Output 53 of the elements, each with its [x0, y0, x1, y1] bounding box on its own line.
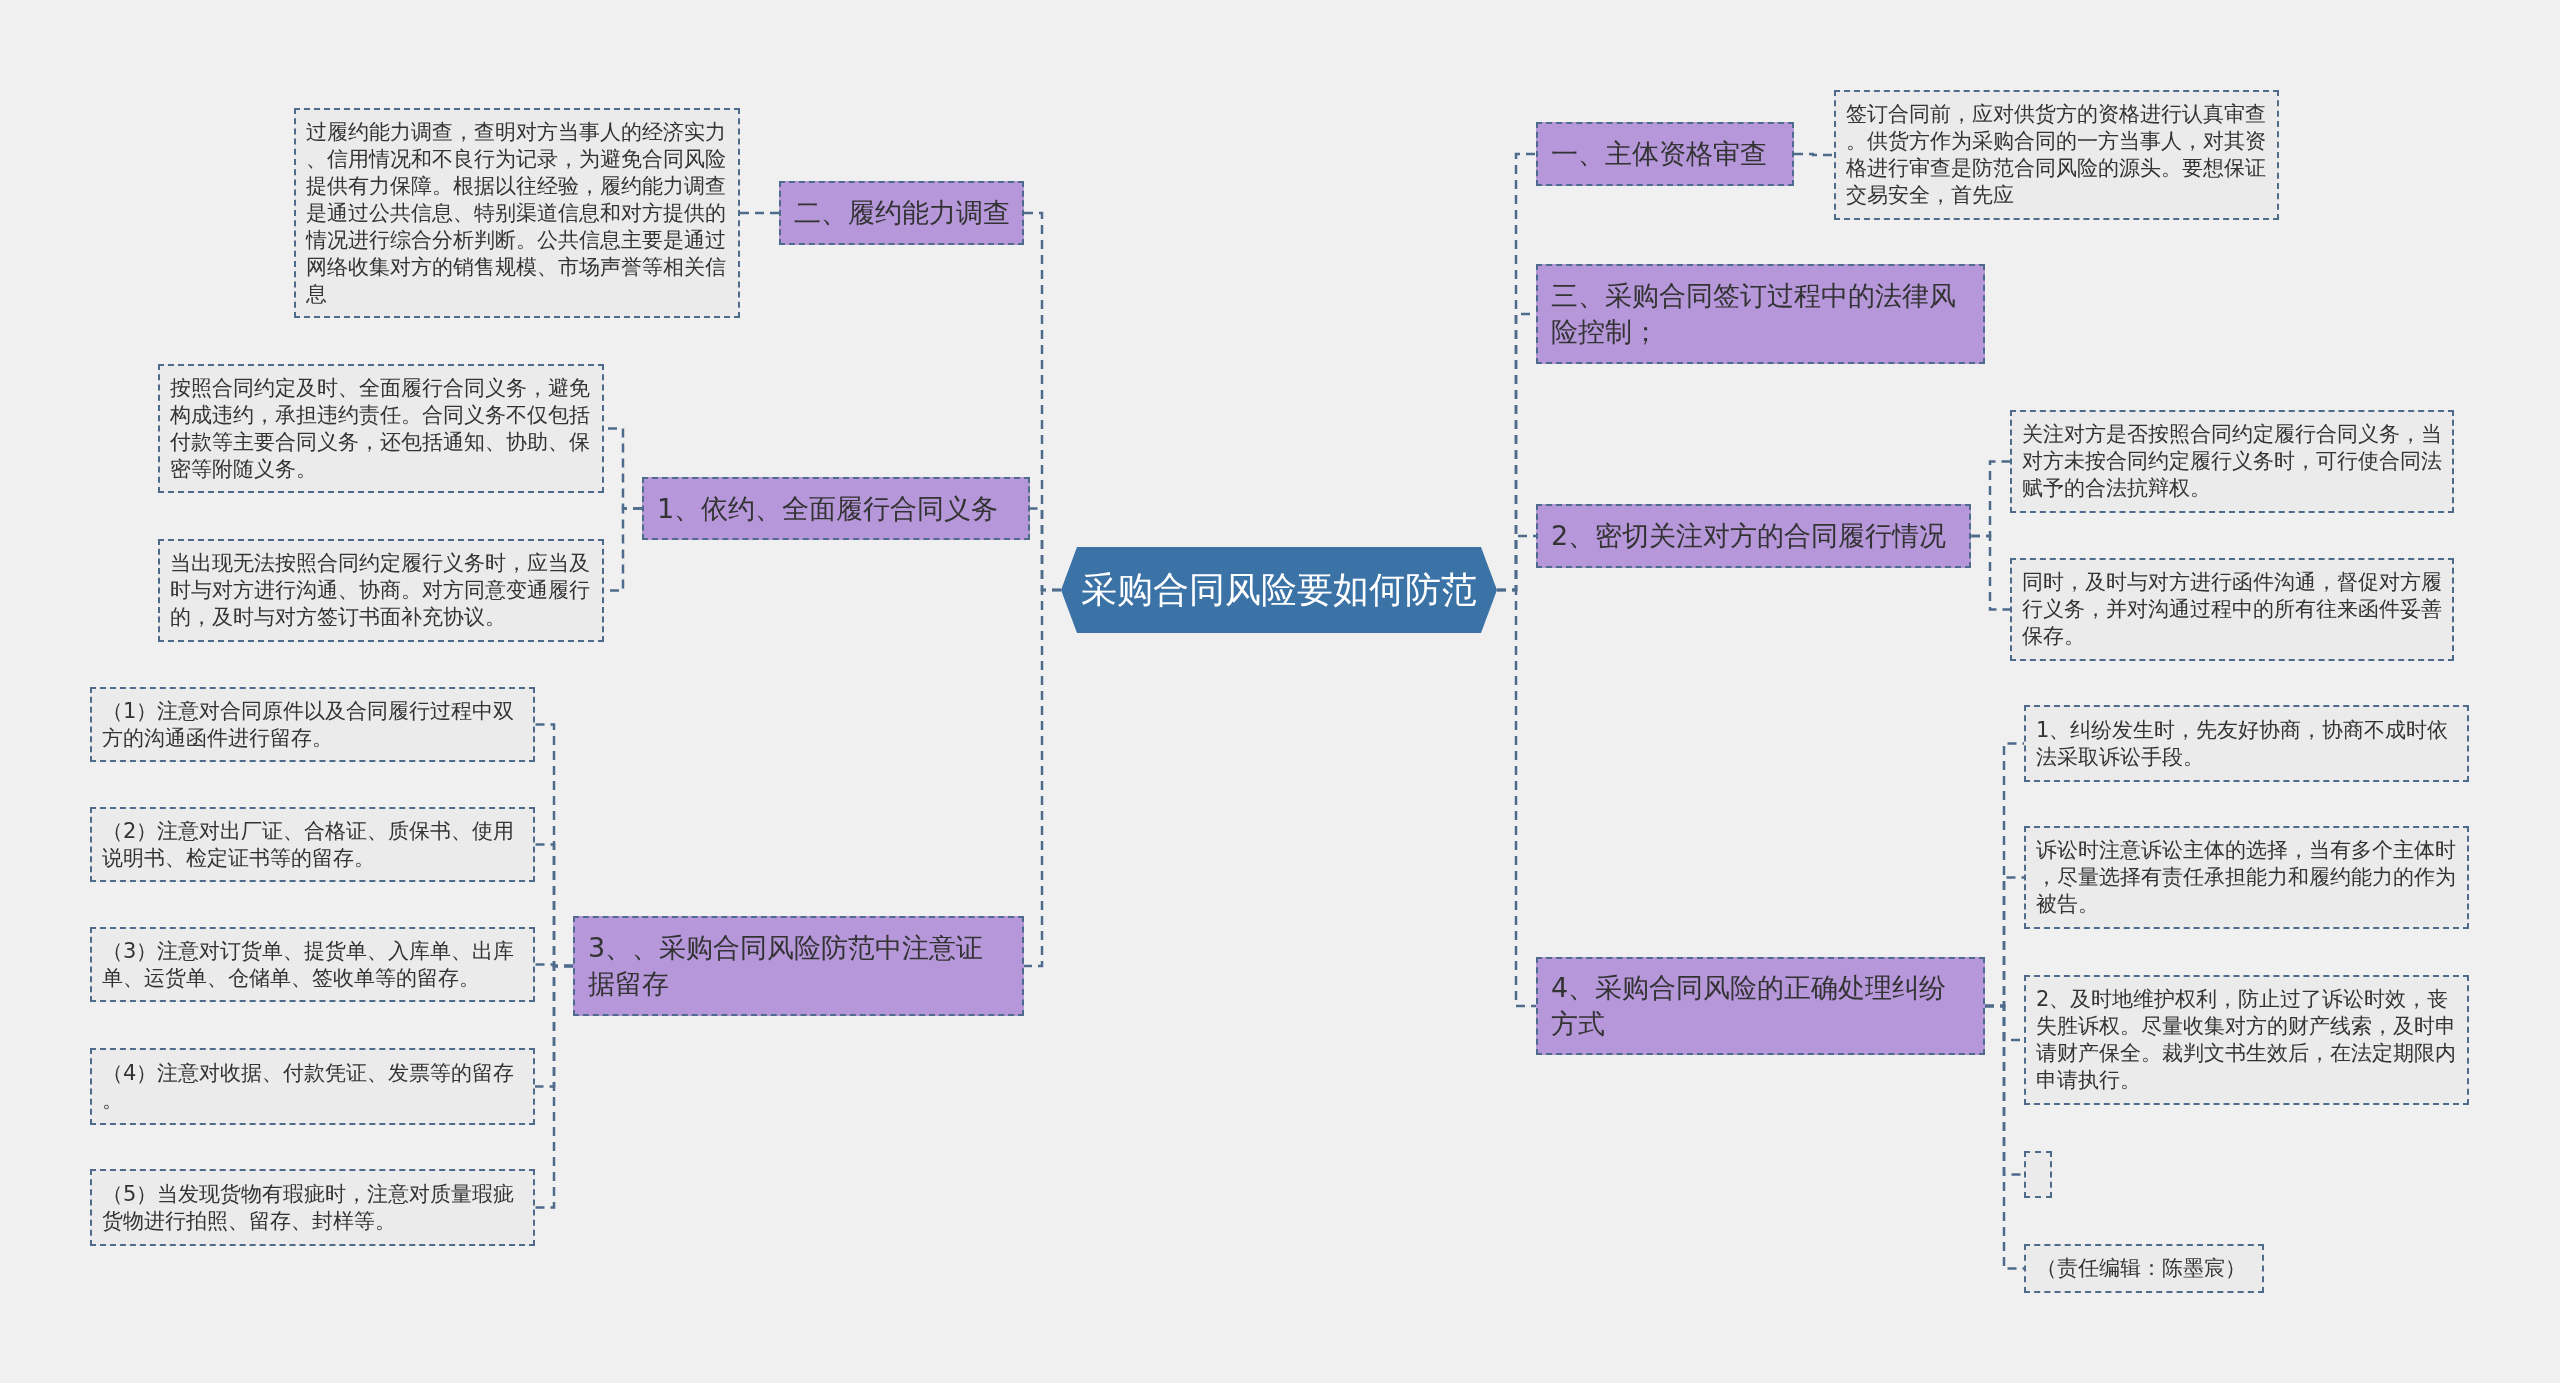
note-text: 当出现无法按照合同约定履行义务时，应当及时与对方进行沟通、协商。对方同意变通履行的，及时与对方签订书面补充协议。	[170, 550, 591, 631]
connector-line	[535, 964, 573, 1209]
note-box	[90, 687, 535, 762]
topic-label: 4、采购合同风险的正确处理纠纷方式	[1551, 971, 1948, 1041]
note-box	[2024, 975, 2469, 1105]
note-box	[90, 927, 535, 1002]
note-box	[90, 807, 535, 882]
connector-line	[740, 211, 779, 215]
topic-label: 1、依约、全面履行合同义务	[657, 491, 1000, 526]
note-text: 诉讼时注意诉讼主体的选择，当有多个主体时，尽量选择有责任承担能力和履约能力的作为被告。	[2036, 837, 2457, 918]
topic-box	[642, 477, 1030, 540]
note-text: 2、及时地维护权利，防止过了诉讼时效，丧失胜诉权。尽量收集对方的财产线索，及时申请财产保全。裁判文书生效后，在法定期限内申请执行。	[2036, 986, 2457, 1094]
note-text: 过履约能力调查，查明对方当事人的经济实力、信用情况和不良行为记录，为避免合同风险提供有力保障。根据以往经验，履约能力调查是通过公共信息、特别渠道信息和对方提供的情况进行综合分析判断。公共信息主要是通过网络收集对方的销售规模、市场声誉等相关信息	[306, 118, 727, 308]
note-text: （3）注意对订货单、提货单、入库单、出库单、运货单、仓储单、签收单等的留存。	[102, 937, 516, 992]
note-text: 同时，及时与对方进行函件沟通，督促对方履行义务，并对沟通过程中的所有往来函件妥善保存。	[2022, 569, 2442, 650]
note-box	[2010, 558, 2454, 661]
note-text: 关注对方是否按照合同约定履行合同义务，当对方未按合同约定履行义务时，可行使合同法赋予的合法抗辩权。	[2022, 421, 2442, 502]
topic-box	[1536, 504, 1971, 568]
topic-box	[779, 181, 1024, 245]
note-box	[2024, 1244, 2264, 1293]
topic-label: 3、、采购合同风险防范中注意证据留存	[588, 931, 985, 1001]
central-topic-title: 采购合同风险要如何防范	[1081, 568, 1477, 612]
note-box	[2024, 705, 2469, 782]
note-text: （4）注意对收据、付款凭证、发票等的留存。	[102, 1059, 516, 1114]
connector-line	[1985, 1004, 2024, 1270]
note-text: 按照合同约定及时、全面履行合同义务，避免构成违约，承担违约责任。合同义务不仅包括付款等主要合同义务，还包括通知、协助、保密等附随义务。	[170, 374, 591, 483]
empty-box	[2024, 1151, 2052, 1198]
topic-label: 二、履约能力调查	[794, 196, 1011, 230]
note-text: （5）当发现货物有瑕疵时，注意对质量瑕疵货物进行拍照、留存、封样等。	[102, 1180, 516, 1235]
connector-line	[1971, 534, 2010, 611]
note-box	[90, 1048, 535, 1125]
topic-label: 三、采购合同签订过程中的法律风险控制；	[1551, 279, 1957, 349]
note-box	[158, 364, 604, 493]
note-text: （2）注意对出厂证、合格证、质保书、使用说明书、检定证书等的留存。	[102, 817, 516, 872]
topic-label: 2、密切关注对方的合同履行情况	[1551, 519, 1948, 553]
connector-line	[1497, 588, 1536, 1008]
note-box	[2024, 826, 2469, 929]
note-box	[90, 1169, 535, 1246]
note-box	[158, 539, 604, 642]
note-text: 1、纠纷发生时，先友好协商，协商不成时依法采取诉讼手段。	[2036, 716, 2450, 771]
note-text: 签订合同前，应对供货方的资格进行认真审查。供货方作为采购合同的一方当事人，对其资格进行审查是防范合同风险的源头。要想保证交易安全，首先应	[1846, 101, 2267, 209]
topic-box	[1536, 957, 1985, 1055]
topic-label: 一、主体资格审查	[1551, 137, 1768, 171]
topic-box	[1536, 122, 1794, 186]
note-box	[1834, 90, 2279, 220]
connector-line	[1024, 588, 1061, 968]
topic-box	[1536, 264, 1985, 364]
note-box	[2010, 410, 2454, 513]
connector-line	[1794, 152, 1834, 157]
note-text: （责任编辑：陈墨宸）	[2036, 1255, 2247, 1282]
note-text: （1）注意对合同原件以及合同履行过程中双方的沟通函件进行留存。	[102, 697, 516, 752]
central-topic-hexagon	[1061, 547, 1497, 633]
topic-box	[573, 916, 1024, 1016]
